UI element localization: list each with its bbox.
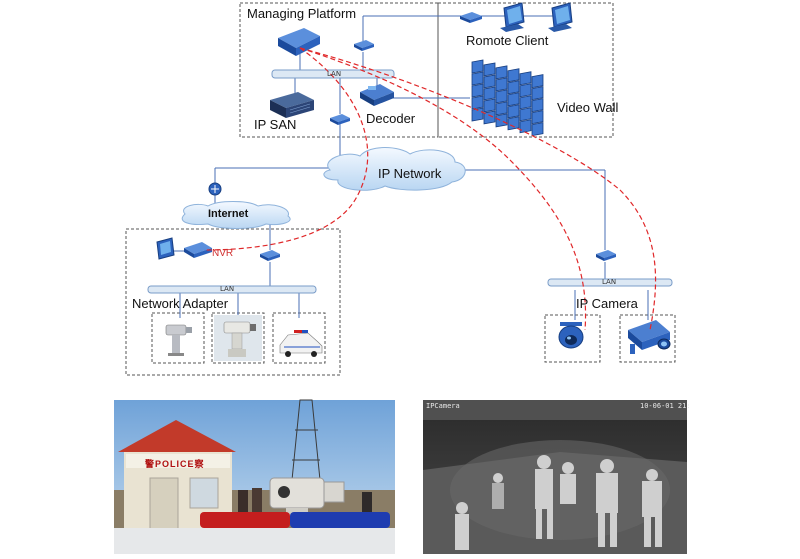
ip-network-cloud bbox=[323, 147, 466, 191]
video-wall-panel bbox=[531, 122, 544, 137]
monitor-icon bbox=[548, 2, 573, 32]
dome-camera-icon bbox=[558, 322, 584, 349]
ip-network-label: IP Network bbox=[378, 166, 442, 181]
video-wall-panel bbox=[507, 104, 520, 119]
managing-platform-label: Managing Platform bbox=[247, 6, 357, 21]
video-wall-panel bbox=[495, 89, 508, 104]
nvr-label: NVR bbox=[212, 248, 234, 259]
link-lines bbox=[170, 15, 649, 320]
video-wall-panel bbox=[531, 98, 544, 113]
ip-camera-label: IP Camera bbox=[576, 296, 638, 311]
video-wall-panel bbox=[483, 110, 496, 125]
camera-icon bbox=[165, 324, 192, 356]
storage-icon bbox=[270, 92, 314, 118]
switch-icon bbox=[460, 12, 482, 23]
box-camera-icon bbox=[628, 320, 671, 354]
lan-bar-right bbox=[547, 278, 673, 287]
remote-client-label: Romote Client bbox=[466, 33, 549, 48]
camera-icon bbox=[214, 315, 262, 361]
night-camera-photo bbox=[423, 400, 687, 554]
frame-nvr-site bbox=[125, 228, 341, 376]
camera-overlay-time: 10-06-01 21: bbox=[640, 402, 691, 410]
decoder-label: Decoder bbox=[366, 111, 416, 126]
video-wall-panel bbox=[507, 116, 520, 131]
switch-icon bbox=[330, 114, 350, 125]
frame-camera-left bbox=[151, 312, 205, 364]
video-wall-panel bbox=[495, 65, 508, 80]
signal-paths bbox=[204, 47, 657, 331]
police-car-icon bbox=[279, 330, 323, 357]
video-wall-panel bbox=[519, 83, 532, 98]
lan-bar-top bbox=[271, 69, 395, 79]
video-wall-panel bbox=[471, 95, 484, 110]
video-wall-panel bbox=[483, 86, 496, 101]
monitor-icon bbox=[500, 2, 525, 32]
ip-san-label: IP SAN bbox=[254, 117, 297, 132]
video-wall-panel bbox=[483, 62, 496, 77]
switch-icon bbox=[260, 250, 280, 261]
frame-clients-videowall bbox=[437, 2, 614, 138]
camera-overlay-name: IPCamera bbox=[426, 402, 460, 410]
lan-right-label: LAN bbox=[602, 278, 617, 286]
video-wall-panel bbox=[495, 101, 508, 116]
lan-bar-left bbox=[147, 285, 317, 294]
switch-icon bbox=[354, 40, 374, 51]
video-wall-panel bbox=[495, 113, 508, 128]
police-sign-text: 警POLICE察 bbox=[145, 459, 205, 469]
video-wall-panel bbox=[471, 59, 484, 74]
video-wall-panel bbox=[507, 80, 520, 95]
server-icon bbox=[278, 28, 320, 56]
video-wall-panel bbox=[483, 98, 496, 113]
video-wall-panel bbox=[471, 107, 484, 122]
video-wall-panel bbox=[519, 95, 532, 110]
router-icon bbox=[208, 182, 222, 196]
network-adapter-label: Network Adapter bbox=[132, 296, 229, 311]
video-wall-panel bbox=[507, 68, 520, 83]
video-wall-panel bbox=[471, 83, 484, 98]
lan-left-label: LAN bbox=[220, 285, 235, 293]
switch-icon bbox=[596, 250, 616, 261]
video-wall-panel bbox=[531, 86, 544, 101]
frame-ipcam-dome bbox=[544, 314, 601, 363]
video-wall-icon bbox=[471, 59, 544, 137]
video-wall-panel bbox=[483, 74, 496, 89]
internet-cloud bbox=[181, 201, 291, 229]
video-wall-panel bbox=[531, 74, 544, 89]
video-wall-panel bbox=[531, 110, 544, 125]
video-wall-panel bbox=[495, 77, 508, 92]
video-wall-panel bbox=[519, 71, 532, 86]
police-station-photo bbox=[114, 399, 395, 554]
lan-top-label: LAN bbox=[327, 70, 342, 78]
video-wall-panel bbox=[519, 107, 532, 122]
monitor-icon bbox=[156, 237, 175, 260]
video-wall-panel bbox=[471, 71, 484, 86]
decoder-icon bbox=[360, 84, 394, 106]
video-wall-label: Video Wall bbox=[557, 100, 619, 115]
video-wall-panel bbox=[507, 92, 520, 107]
internet-label: Internet bbox=[208, 208, 249, 220]
